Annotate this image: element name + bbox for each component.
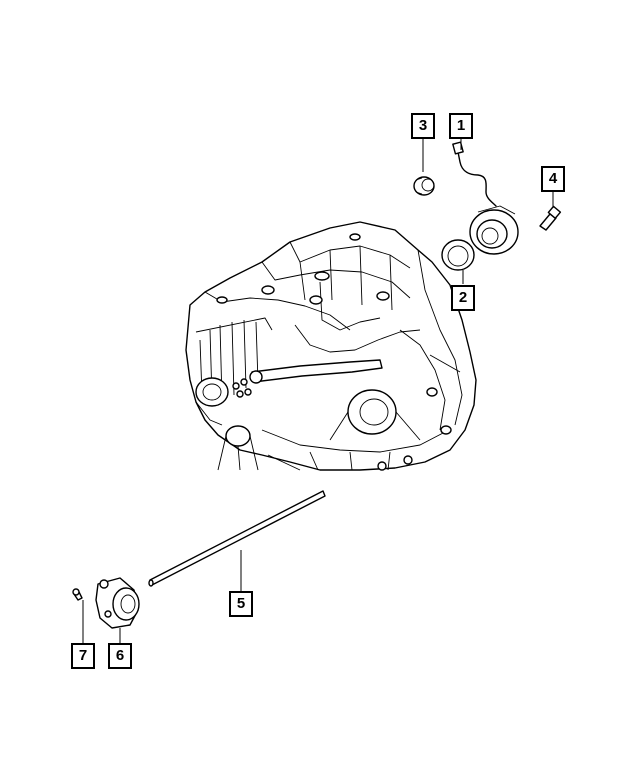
- transmission-housing[interactable]: [185, 221, 477, 471]
- part-6-actuator[interactable]: [95, 577, 140, 629]
- callout-2[interactable]: 2: [451, 285, 475, 311]
- callout-5[interactable]: 5: [229, 591, 253, 617]
- callout-1[interactable]: 1: [449, 113, 473, 139]
- callout-4[interactable]: 4: [541, 166, 565, 192]
- callout-3[interactable]: 3: [411, 113, 435, 139]
- part-7-screw[interactable]: [72, 588, 83, 601]
- part-3-bushing[interactable]: [413, 176, 435, 196]
- part-1-slave-cylinder[interactable]: [452, 141, 519, 255]
- callout-7[interactable]: 7: [71, 643, 95, 669]
- part-4-bolt[interactable]: [539, 205, 562, 231]
- callout-6[interactable]: 6: [108, 643, 132, 669]
- part-5-shaft[interactable]: [148, 490, 326, 587]
- leader-lines: [82, 138, 554, 645]
- part-2-seal[interactable]: [441, 239, 475, 271]
